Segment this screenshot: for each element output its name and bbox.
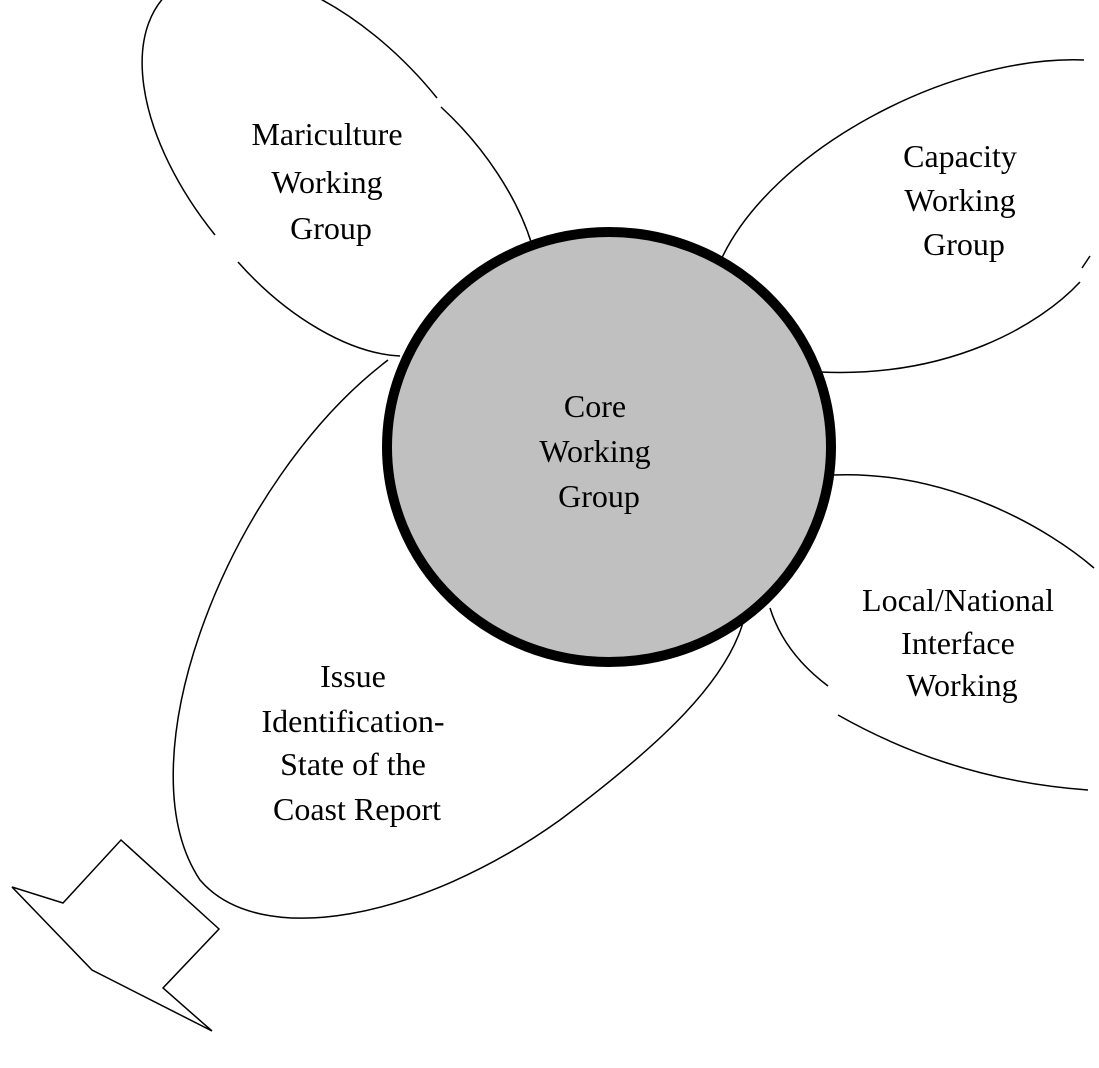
capacity-petal: Capacity Working Group — [719, 59, 1091, 374]
capacity-ellipse-lower-arc — [819, 281, 1081, 374]
capacity-ellipse-upper-arc — [719, 59, 1085, 263]
core-label-line: Group — [558, 478, 640, 514]
core-label-line: Working — [539, 433, 650, 469]
mariculture-label-line: Mariculture — [251, 116, 402, 152]
core-label: Core Working Group — [539, 388, 658, 514]
mariculture-label-line: Working — [271, 164, 382, 200]
core-group: Core Working Group — [382, 227, 836, 667]
capacity-label-line: Capacity — [903, 138, 1017, 174]
local-national-label-line: Interface — [901, 625, 1015, 661]
capacity-label: Capacity Working Group — [903, 138, 1025, 262]
capacity-label-line: Working — [904, 182, 1015, 218]
issue-identification-label-line: Identification- — [261, 703, 444, 739]
issue-identification-label: Issue Identification- State of the Coast… — [261, 658, 452, 827]
local-national-label: Local/National Interface Working — [862, 582, 1062, 703]
issue-identification-ellipse-arc — [172, 359, 746, 919]
issue-identification-petal: Issue Identification- State of the Coast… — [172, 359, 746, 919]
mariculture-ellipse-arc — [141, 0, 533, 246]
local-national-petal: Local/National Interface Working — [769, 474, 1095, 791]
mariculture-ellipse-lower-arc — [237, 261, 401, 357]
mariculture-label-line: Group — [290, 210, 372, 246]
core-circle — [382, 227, 836, 667]
local-national-ellipse-left-arc — [769, 607, 829, 687]
flag-arrow-shape — [11, 838, 221, 1032]
issue-identification-label-line: Issue — [320, 658, 386, 694]
issue-identification-label-line: State of the — [280, 746, 426, 782]
mariculture-petal: Mariculture Working Group — [141, 0, 533, 357]
mariculture-label: Mariculture Working Group — [251, 116, 410, 246]
local-national-label-line: Working — [906, 667, 1017, 703]
core-label-line: Core — [564, 388, 626, 424]
local-national-ellipse-upper-arc — [831, 474, 1095, 569]
local-national-label-line: Local/National — [862, 582, 1054, 618]
capacity-label-line: Group — [923, 226, 1005, 262]
local-national-ellipse-lower-arc — [837, 714, 1089, 791]
issue-identification-label-line: Coast Report — [273, 791, 441, 827]
capacity-ellipse-tip — [1081, 255, 1091, 269]
